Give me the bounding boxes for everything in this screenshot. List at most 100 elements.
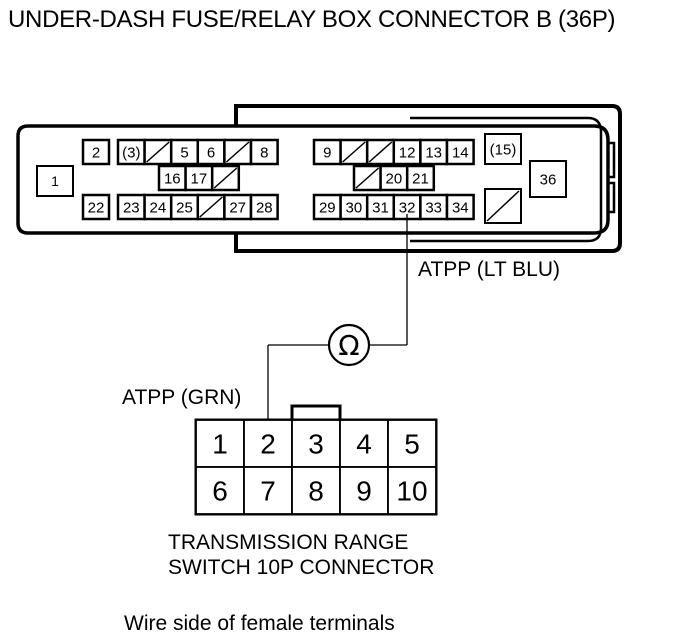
wiring [267,214,408,427]
empty-cavity-slash [146,141,170,163]
pin-label: 1 [51,173,59,189]
pin-13: 13 [419,138,449,166]
pin-cavity-empty [196,193,226,221]
pin-label: 30 [346,199,363,216]
pin-3: (3) [116,138,146,166]
pin-30: 30 [339,193,369,221]
pin-6: 6 [195,466,245,515]
pin-label: 2 [260,429,276,460]
empty-cavity-slash [486,190,520,222]
pin-label: 17 [191,170,208,187]
pin-25: 25 [169,193,200,221]
pin-cavity-empty [223,138,253,166]
pin-label: 5 [180,144,188,161]
pin-label: 12 [399,144,416,161]
pin-label: 34 [452,199,469,216]
pin-label: 7 [260,476,276,507]
pin-label: 31 [372,199,389,216]
pin-label: 1 [212,429,228,460]
pin-label: 36 [540,171,557,188]
pin-36: 36 [529,160,567,198]
pin-9: 9 [339,466,389,515]
pin-cavity-empty [339,138,369,166]
pin-label: 25 [176,199,193,216]
pin-8: 8 [291,466,341,515]
pin-5: 5 [169,138,200,166]
connector-b-housing [16,104,622,253]
pin-34: 34 [445,193,475,221]
pin-23: 23 [116,193,146,221]
housing-lock-tabs [608,141,616,214]
pin-15: (15) [484,133,522,165]
pin-label: 21 [412,170,429,187]
footer-note: Wire side of female terminals [124,612,395,635]
diagram-title: UNDER-DASH FUSE/RELAY BOX CONNECTOR B (3… [8,6,616,33]
pin-label: 13 [425,144,442,161]
pin-label: 5 [404,429,420,460]
pin-label: 9 [323,144,331,161]
pin-label: 27 [229,199,246,216]
pin-label: 6 [207,144,215,161]
connector-10p-lock-tab [290,404,342,420]
empty-cavity-slash [225,141,250,163]
ohmmeter-icon: Ω [327,323,371,367]
empty-cavity-slash [368,141,393,163]
pin-27: 27 [223,193,253,221]
pin-28: 28 [249,193,279,221]
connector-10p-label-line1: TRANSMISSION RANGE [168,531,409,554]
pin-label: 28 [256,199,273,216]
pin-8: 8 [249,138,279,166]
pin-10: 10 [387,466,437,515]
empty-cavity-slash [342,141,366,163]
pin-21: 21 [405,164,436,192]
pin-17: 17 [184,164,214,192]
pin-label: 16 [164,170,181,187]
pin-22: 22 [81,193,111,221]
pin-label: 29 [319,199,336,216]
pin-label: 8 [308,476,324,507]
pin-24: 24 [143,193,173,221]
pin-label: 2 [92,144,100,161]
pin-16: 16 [157,164,187,192]
pin-1: 1 [195,419,245,468]
housing-back-shell [234,104,622,253]
housing-inner-rim [410,116,603,243]
pin-label: 32 [399,199,416,216]
pin-label: 23 [123,199,140,216]
housing-front [16,124,610,235]
pin-label: 9 [356,476,372,507]
pin-7: 7 [243,466,293,515]
pin-29: 29 [312,193,342,221]
pin-label: (15) [490,141,517,158]
pin-5: 5 [387,419,437,468]
pin-33: 33 [419,193,449,221]
pin-label: 22 [88,199,105,216]
pin-1: 1 [36,165,74,197]
pin-cavity-empty [484,188,522,224]
pin-3: 3 [291,419,341,468]
pin-2: 2 [243,419,293,468]
empty-cavity-slash [355,167,380,189]
pin-label: 3 [308,429,324,460]
connector-10p-label-line2: SWITCH 10P CONNECTOR [168,556,435,579]
pin-2: 2 [81,138,111,166]
pin-label: 20 [386,170,403,187]
pin-cavity-empty [352,164,382,192]
pin-cavity-empty [365,138,396,166]
pin-14: 14 [445,138,475,166]
pin-6: 6 [196,138,226,166]
pin-label: 10 [396,476,427,507]
pin-cavity-empty [143,138,173,166]
wire-label-grn: ATPP (GRN) [122,386,242,409]
ohm-symbol: Ω [338,329,359,362]
pin-20: 20 [379,164,409,192]
pin-label: 33 [425,199,442,216]
pin-9: 9 [312,138,342,166]
pin-12: 12 [392,138,422,166]
pin-cavity-empty [210,164,241,192]
empty-cavity-slash [213,167,238,189]
pin-label: 24 [150,199,167,216]
